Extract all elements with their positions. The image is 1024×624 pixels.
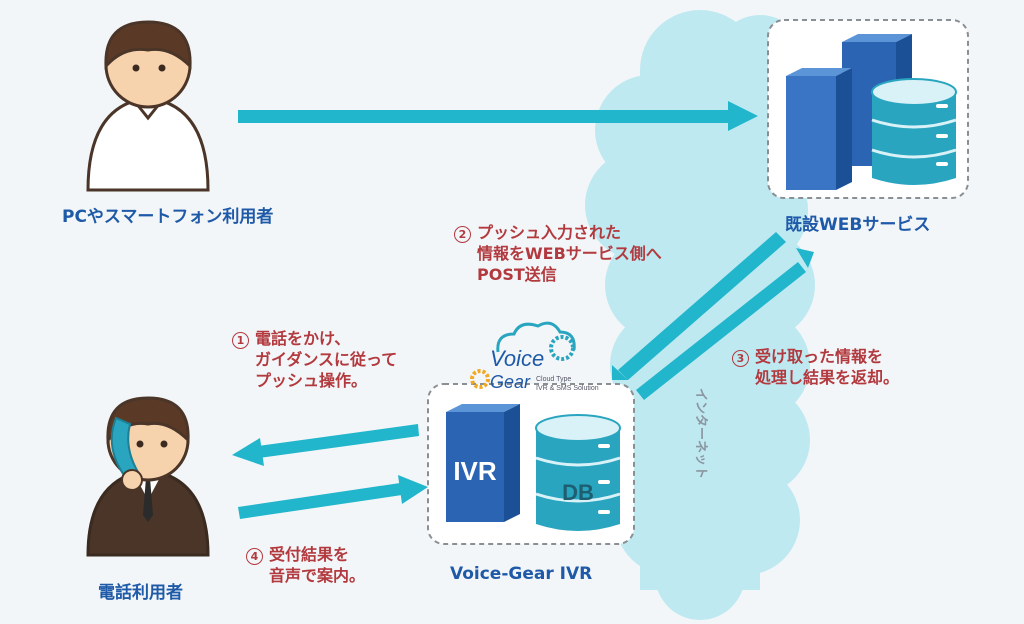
db-text: DB — [562, 480, 594, 505]
ivr-label: Voice-Gear IVR — [450, 564, 593, 584]
logo-voice-text: Voice — [490, 346, 544, 371]
step-number: 3 — [732, 350, 749, 367]
telephone-receiver-icon — [110, 416, 143, 491]
phone-user-label: 電話利用者 — [98, 583, 183, 603]
logo-gear-text: Gear — [490, 372, 531, 392]
pc-user-icon — [86, 20, 210, 192]
logo-tagline-1: Cloud Type — [536, 376, 571, 383]
voice-gear-logo — [470, 321, 576, 389]
web-service-box — [767, 19, 969, 199]
step-number: 1 — [232, 332, 249, 349]
phone-user-icon — [86, 396, 210, 557]
ivr-server-icon — [446, 404, 520, 522]
internet-label: インターネット — [693, 388, 708, 480]
logo-tagline-2: IVR & SMS Solution — [536, 385, 599, 392]
database-icon — [871, 78, 957, 185]
step-number: 4 — [246, 548, 263, 565]
ivr-server-text: IVR — [453, 456, 497, 486]
pc-user-label: PCやスマートフォン利用者 — [62, 207, 274, 227]
ivr-database-icon — [535, 414, 621, 531]
ivr-box — [427, 383, 635, 545]
flow-arrows — [232, 101, 814, 519]
step-number: 2 — [454, 226, 471, 243]
internet-cloud — [585, 10, 815, 620]
web-service-label: 既設WEBサービス — [785, 215, 931, 235]
